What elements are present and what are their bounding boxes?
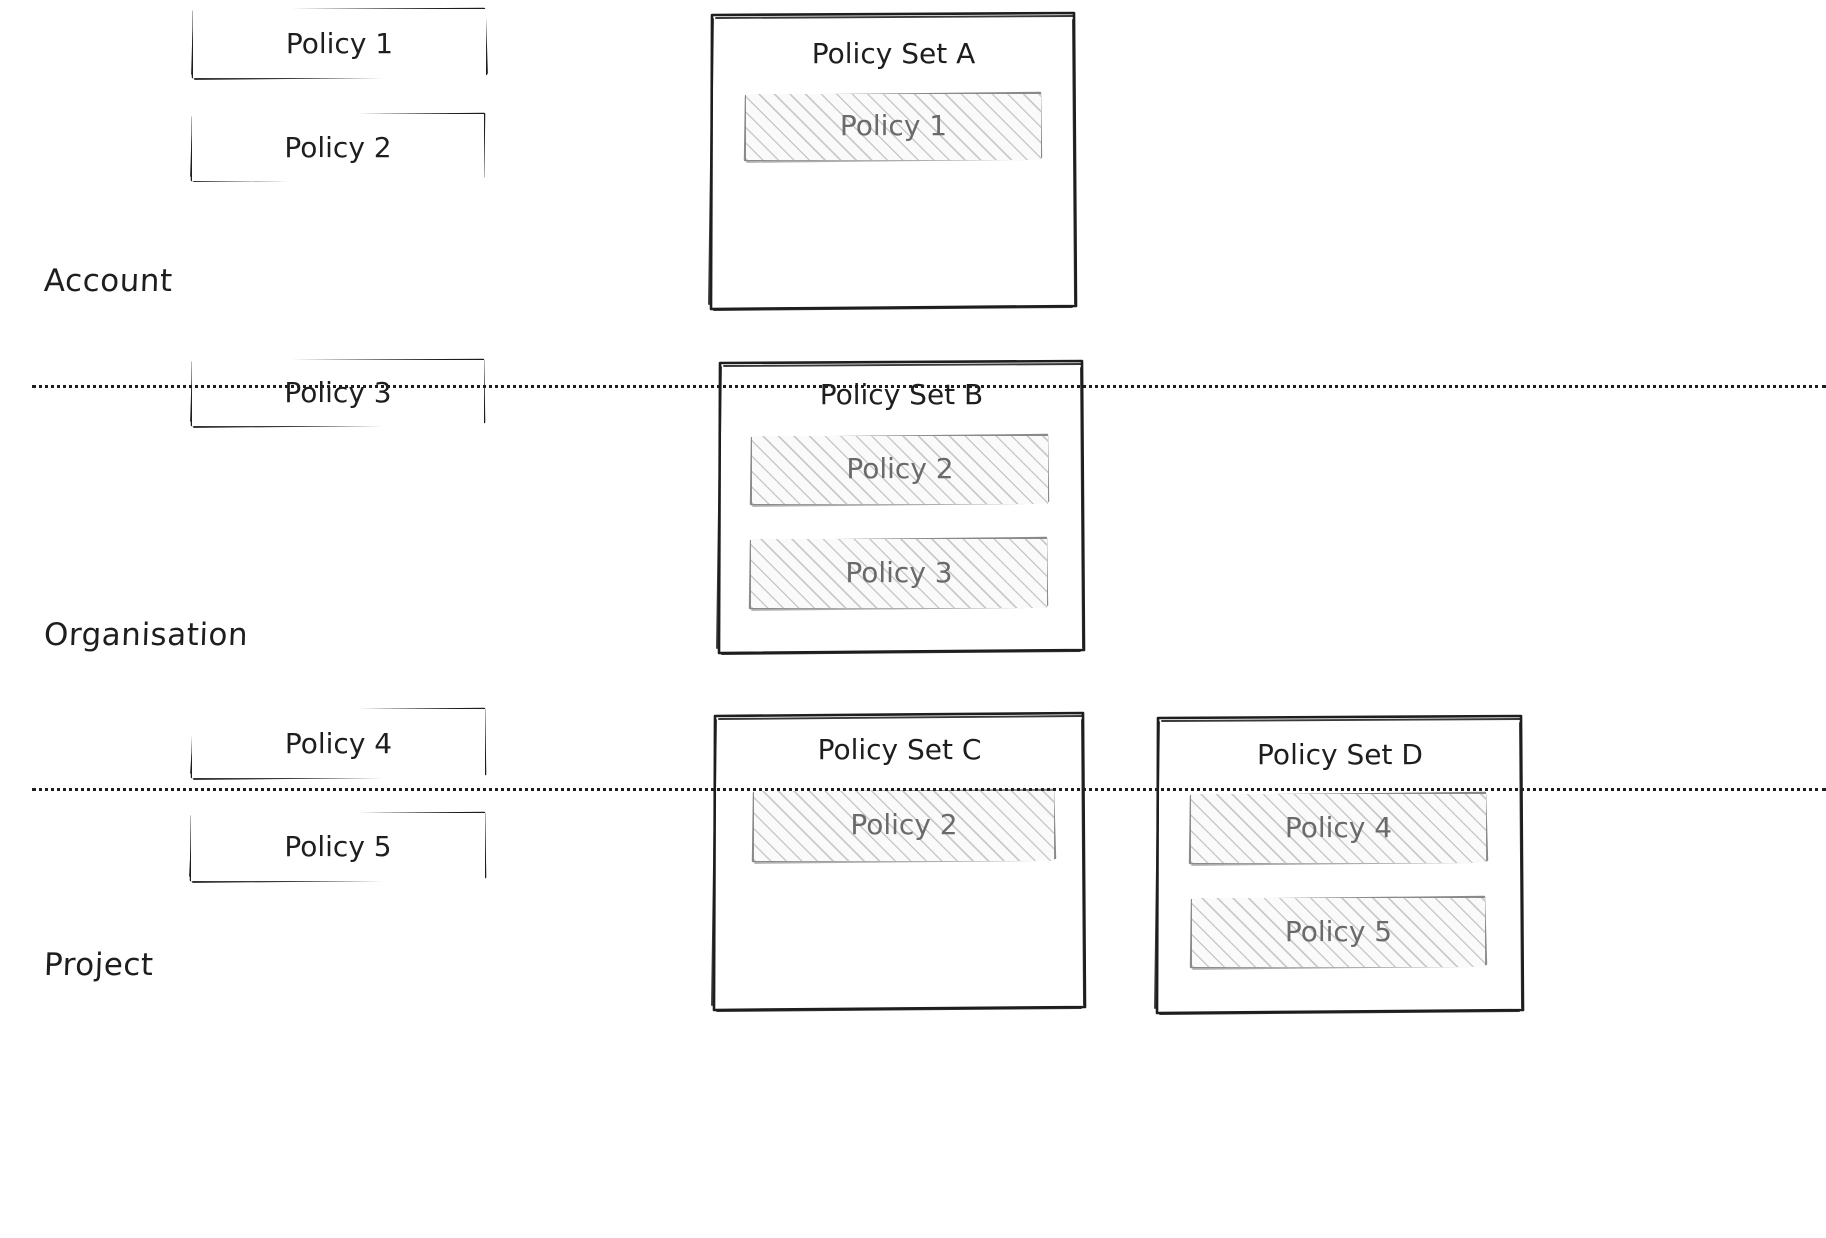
band-label-project: Project (43, 947, 155, 983)
policy-tile-label: Policy 4 (1284, 810, 1393, 844)
policy-set-title: Policy Set D (1257, 738, 1423, 771)
policy-box-policy-1[interactable]: Policy 1 (193, 9, 486, 78)
policy-box-policy-5[interactable]: Policy 5 (191, 813, 485, 881)
policy-set-b-tile-policy-3[interactable]: Policy 3 (751, 539, 1047, 608)
policy-set-b[interactable]: Policy Set B (719, 361, 1084, 653)
policy-box-label: Policy 4 (284, 726, 393, 760)
policy-set-d[interactable]: Policy Set D (1157, 716, 1523, 1013)
policy-set-title: Policy Set C (817, 733, 982, 766)
policy-set-d-tile-policy-5[interactable]: Policy 5 (1192, 898, 1485, 967)
policy-set-a-tile-policy-1[interactable]: Policy 1 (746, 94, 1041, 160)
policy-box-label: Policy 1 (285, 26, 394, 60)
policy-set-b-tile-policy-2[interactable]: Policy 2 (752, 436, 1048, 504)
policy-set-a[interactable]: Policy Set A (711, 13, 1076, 309)
policy-set-c[interactable]: Policy Set C (714, 713, 1085, 1010)
policy-tile-label: Policy 2 (850, 808, 958, 841)
policy-set-title: Policy Set B (819, 378, 984, 411)
band-divider-organisation-project (32, 788, 1826, 791)
band-label-organisation: Organisation (43, 617, 249, 653)
policy-set-d-tile-policy-4[interactable]: Policy 4 (1191, 794, 1486, 863)
policy-box-policy-3[interactable]: Policy 3 (192, 360, 484, 426)
policy-box-label: Policy 3 (284, 376, 392, 409)
policy-tile-label: Policy 3 (845, 555, 953, 589)
policy-set-title: Policy Set A (811, 37, 976, 70)
band-label-account: Account (43, 263, 174, 299)
policy-box-policy-2[interactable]: Policy 2 (192, 114, 484, 181)
policy-box-label: Policy 2 (284, 130, 392, 164)
policy-set-c-tile-policy-2[interactable]: Policy 2 (754, 791, 1054, 861)
policy-box-policy-4[interactable]: Policy 4 (192, 709, 485, 778)
policy-tile-label: Policy 2 (846, 452, 954, 485)
policy-box-label: Policy 5 (284, 830, 392, 863)
policy-tile-label: Policy 1 (839, 109, 948, 142)
policy-tile-label: Policy 5 (1284, 914, 1393, 948)
band-divider-account-organisation (32, 385, 1826, 388)
